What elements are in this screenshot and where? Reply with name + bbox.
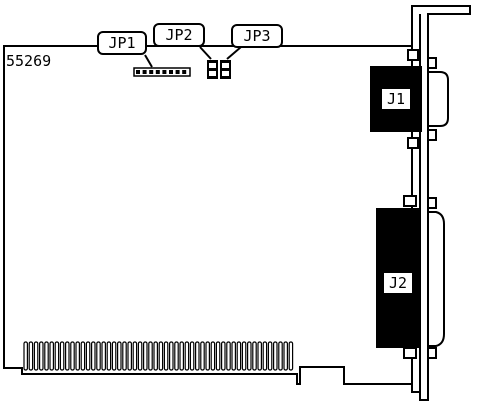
callout-jp2-label: JP2 bbox=[165, 26, 192, 44]
jumper-pin bbox=[182, 70, 187, 74]
edge-finger bbox=[80, 341, 86, 371]
edge-finger bbox=[163, 341, 169, 371]
edge-finger bbox=[127, 341, 133, 371]
circuit-board-outline bbox=[3, 45, 413, 385]
edge-finger bbox=[247, 341, 252, 371]
jumper-jp1 bbox=[133, 67, 191, 77]
edge-finger bbox=[23, 341, 29, 371]
callout-jp1: JP1 bbox=[97, 31, 147, 55]
edge-finger bbox=[184, 341, 190, 371]
edge-finger bbox=[273, 341, 278, 371]
edge-finger bbox=[226, 341, 231, 371]
connector-j2-label-box bbox=[382, 271, 414, 295]
edge-finger bbox=[38, 341, 44, 371]
edge-finger bbox=[205, 341, 211, 371]
jumper-jp2 bbox=[207, 60, 218, 79]
edge-finger bbox=[49, 341, 55, 371]
edge-finger bbox=[158, 341, 164, 371]
callout-jp2: JP2 bbox=[153, 23, 205, 47]
edge-finger bbox=[262, 341, 268, 371]
edge-finger bbox=[137, 341, 143, 371]
edge-finger bbox=[278, 341, 283, 371]
edge-finger bbox=[70, 341, 75, 371]
edge-finger bbox=[236, 341, 242, 371]
edge-connector bbox=[23, 341, 294, 371]
connector-j1-label-box bbox=[380, 87, 412, 111]
board-part-number: 55269 bbox=[6, 52, 51, 70]
jumper-pin bbox=[162, 70, 167, 74]
edge-finger bbox=[64, 341, 70, 371]
edge-finger bbox=[252, 341, 257, 371]
edge-finger bbox=[195, 341, 200, 371]
edge-finger bbox=[283, 341, 289, 371]
edge-finger bbox=[241, 341, 247, 371]
jumper-pin bbox=[149, 70, 154, 74]
jumper-jp3 bbox=[220, 60, 231, 79]
edge-finger bbox=[143, 341, 148, 371]
jumper-pin bbox=[175, 70, 180, 74]
jumper-pin bbox=[155, 70, 160, 74]
edge-finger bbox=[189, 341, 195, 371]
edge-finger bbox=[116, 341, 122, 371]
edge-finger bbox=[267, 341, 273, 371]
edge-finger bbox=[179, 341, 185, 371]
edge-finger bbox=[59, 341, 65, 371]
callout-lines bbox=[144, 46, 242, 68]
edge-finger bbox=[96, 341, 101, 371]
edge-finger bbox=[101, 341, 107, 371]
edge-finger bbox=[44, 341, 49, 371]
edge-finger bbox=[33, 341, 39, 371]
connector-j2-label: J2 bbox=[389, 274, 407, 292]
edge-finger bbox=[215, 341, 221, 371]
callout-jp1-label: JP1 bbox=[108, 34, 135, 52]
callout-jp3-label: JP3 bbox=[243, 27, 270, 45]
edge-finger bbox=[153, 341, 159, 371]
edge-finger bbox=[200, 341, 205, 371]
jumper-pin bbox=[142, 70, 147, 74]
jumper-pin bbox=[136, 70, 140, 74]
edge-finger bbox=[288, 341, 294, 371]
connector-j1-label: J1 bbox=[387, 90, 405, 108]
edge-finger bbox=[132, 341, 138, 371]
edge-finger bbox=[122, 341, 127, 371]
edge-finger bbox=[54, 341, 60, 371]
edge-finger bbox=[231, 341, 237, 371]
edge-finger bbox=[90, 341, 96, 371]
edge-finger bbox=[75, 341, 81, 371]
edge-finger bbox=[210, 341, 216, 371]
edge-finger bbox=[169, 341, 174, 371]
edge-finger bbox=[221, 341, 226, 371]
edge-finger bbox=[148, 341, 153, 371]
edge-finger bbox=[85, 341, 91, 371]
connector-j1: J1 bbox=[370, 49, 449, 149]
jumper-pin bbox=[169, 70, 173, 74]
edge-finger bbox=[257, 341, 263, 371]
connector-j2: J2 bbox=[376, 195, 445, 359]
edge-finger bbox=[106, 341, 112, 371]
edge-finger bbox=[111, 341, 117, 371]
callout-jp3: JP3 bbox=[231, 24, 283, 48]
edge-finger bbox=[174, 341, 179, 371]
edge-finger bbox=[28, 341, 34, 371]
